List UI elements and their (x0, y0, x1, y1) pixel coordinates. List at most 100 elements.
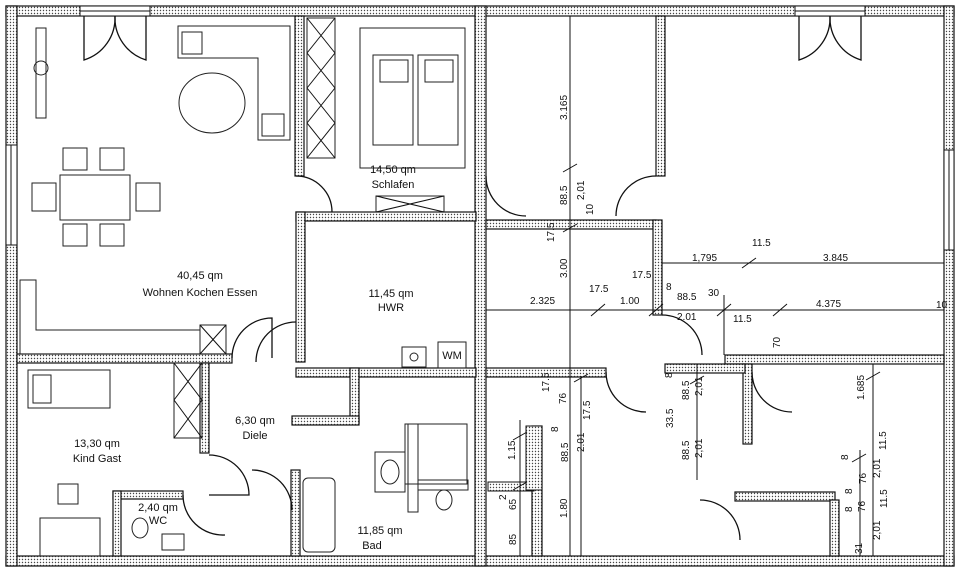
dim-2-01-e: 2,01 (694, 438, 705, 458)
room-wohnen-area: 40,45 qm (177, 270, 223, 282)
dim-3-00: 3.00 (559, 258, 570, 278)
door-terrace-right (114, 15, 147, 61)
dim-10-b: 10 (936, 300, 948, 311)
room-schlafen-area: 14,50 qm (370, 164, 416, 176)
round-coffee-table (178, 72, 246, 134)
door-terrace2-left (798, 15, 831, 61)
door-hwr (255, 321, 297, 363)
outer-walls (5, 5, 955, 567)
dining-table (59, 174, 131, 221)
sofa (177, 25, 291, 141)
dim-2-01-d: 2,01 (694, 376, 705, 396)
bathtub (302, 477, 336, 553)
sink-bad (374, 451, 406, 493)
dim-11-5-c: 11.5 (878, 431, 889, 450)
door-right-1 (485, 175, 527, 217)
door-terrace-left (83, 15, 116, 61)
room-schlafen-name: Schlafen (372, 179, 415, 191)
wall-hwr-left (295, 211, 306, 363)
dim-2-01-a: 2,01 (576, 180, 587, 200)
dim-1-15: 1.15 (507, 440, 518, 460)
door-right-5 (751, 371, 793, 413)
washing-machine-label: WM (442, 350, 462, 362)
dimension-texts: 3.165 88.5 2,01 10 17.5 3.00 2.325 17.5 … (498, 95, 948, 554)
door-wc (182, 494, 226, 536)
wall-kind-right (199, 362, 210, 454)
windows (5, 5, 955, 251)
dim-17-5-b: 17.5 (589, 284, 609, 295)
wardrobe-kind (173, 362, 203, 439)
shaft-right (487, 425, 543, 492)
dim-8-f: 8 (844, 506, 855, 512)
wall-right-vert-1 (742, 363, 753, 445)
wall-right-low2 (724, 354, 945, 365)
dim-3-845: 3.845 (823, 253, 848, 264)
dim-1-80: 1.80 (559, 498, 570, 518)
dim-17-5-a: 17.5 (546, 222, 557, 242)
dim-2-01-b: 2.01 (677, 312, 697, 323)
double-bed (359, 27, 466, 169)
door-right-6 (699, 499, 741, 541)
wall-right-bottom-step (734, 491, 836, 502)
dim-11-5-b: 11.5 (752, 238, 771, 249)
wall-right (943, 5, 955, 567)
door-right-3 (661, 314, 703, 356)
room-diele-name: Diele (242, 430, 267, 442)
wall-bed-bottom (295, 211, 477, 222)
dim-30: 30 (708, 288, 720, 299)
door-bad (251, 469, 293, 511)
room-hwr-name: HWR (378, 302, 404, 314)
dim-2-a: 2 (498, 494, 509, 500)
furniture-left (19, 17, 469, 557)
dim-1-685: 1.685 (856, 375, 867, 400)
dim-8-c: 8 (664, 372, 675, 378)
dim-10: 10 (585, 203, 596, 215)
wall-center-divider (474, 5, 487, 567)
bed-kind (27, 369, 111, 409)
wardrobe-bedroom (306, 17, 336, 159)
interior-walls-left (16, 15, 477, 557)
dim-17-5-e: 17.5 (582, 400, 593, 420)
dim-76-a: 76 (558, 392, 569, 404)
door-terrace2-right (829, 15, 862, 61)
dim-8-b: 8 (550, 426, 561, 432)
dim-85: 85 (508, 533, 519, 545)
wall-right-low3 (664, 363, 746, 374)
room-hwr-area: 11,45 qm (368, 288, 413, 300)
dim-76-b: 76 (858, 472, 869, 484)
wall-living-bottom (16, 353, 233, 364)
dim-31: 31 (854, 542, 865, 554)
room-bad-area: 11,85 qm (357, 525, 402, 537)
dim-88-5-b: 88.5 (677, 292, 697, 303)
wall-bad-left-top (349, 367, 360, 424)
dim-11-5-a: 11.5 (733, 314, 752, 325)
wall-hwr-bottom (295, 367, 477, 378)
room-kind-area: 13,30 qm (74, 438, 120, 450)
dim-88-5-c: 88.5 (560, 442, 571, 462)
wall-right-bottom-vert (829, 499, 840, 557)
wall-left (5, 5, 18, 567)
dim-65: 65 (508, 498, 519, 510)
dim-8-d: 8 (840, 454, 851, 460)
door-right-4 (605, 371, 647, 413)
dim-17-5-d: 17.5 (541, 372, 552, 392)
wall-bad-left-bottom (290, 469, 301, 557)
dresser (375, 195, 445, 213)
toilet-wc (131, 517, 149, 539)
desk-kind (39, 517, 101, 557)
door-kind (208, 454, 250, 496)
dim-88-5-a: 88.5 (559, 185, 570, 205)
dimension-lines (486, 16, 944, 556)
dim-70: 70 (772, 336, 783, 348)
dim-8-a: 8 (666, 282, 672, 293)
door-bedroom (295, 175, 333, 213)
dim-88-5-e: 88.5 (681, 440, 692, 460)
room-wc-name: WC (149, 515, 167, 527)
wall-bad-top-step (291, 415, 360, 426)
room-wc-area: 2,40 qm (138, 502, 178, 514)
door-right-2 (615, 175, 657, 217)
door-living (231, 317, 273, 359)
dim-17-5-c: 17.5 (632, 270, 652, 281)
floor-lamp-stand (35, 27, 47, 119)
